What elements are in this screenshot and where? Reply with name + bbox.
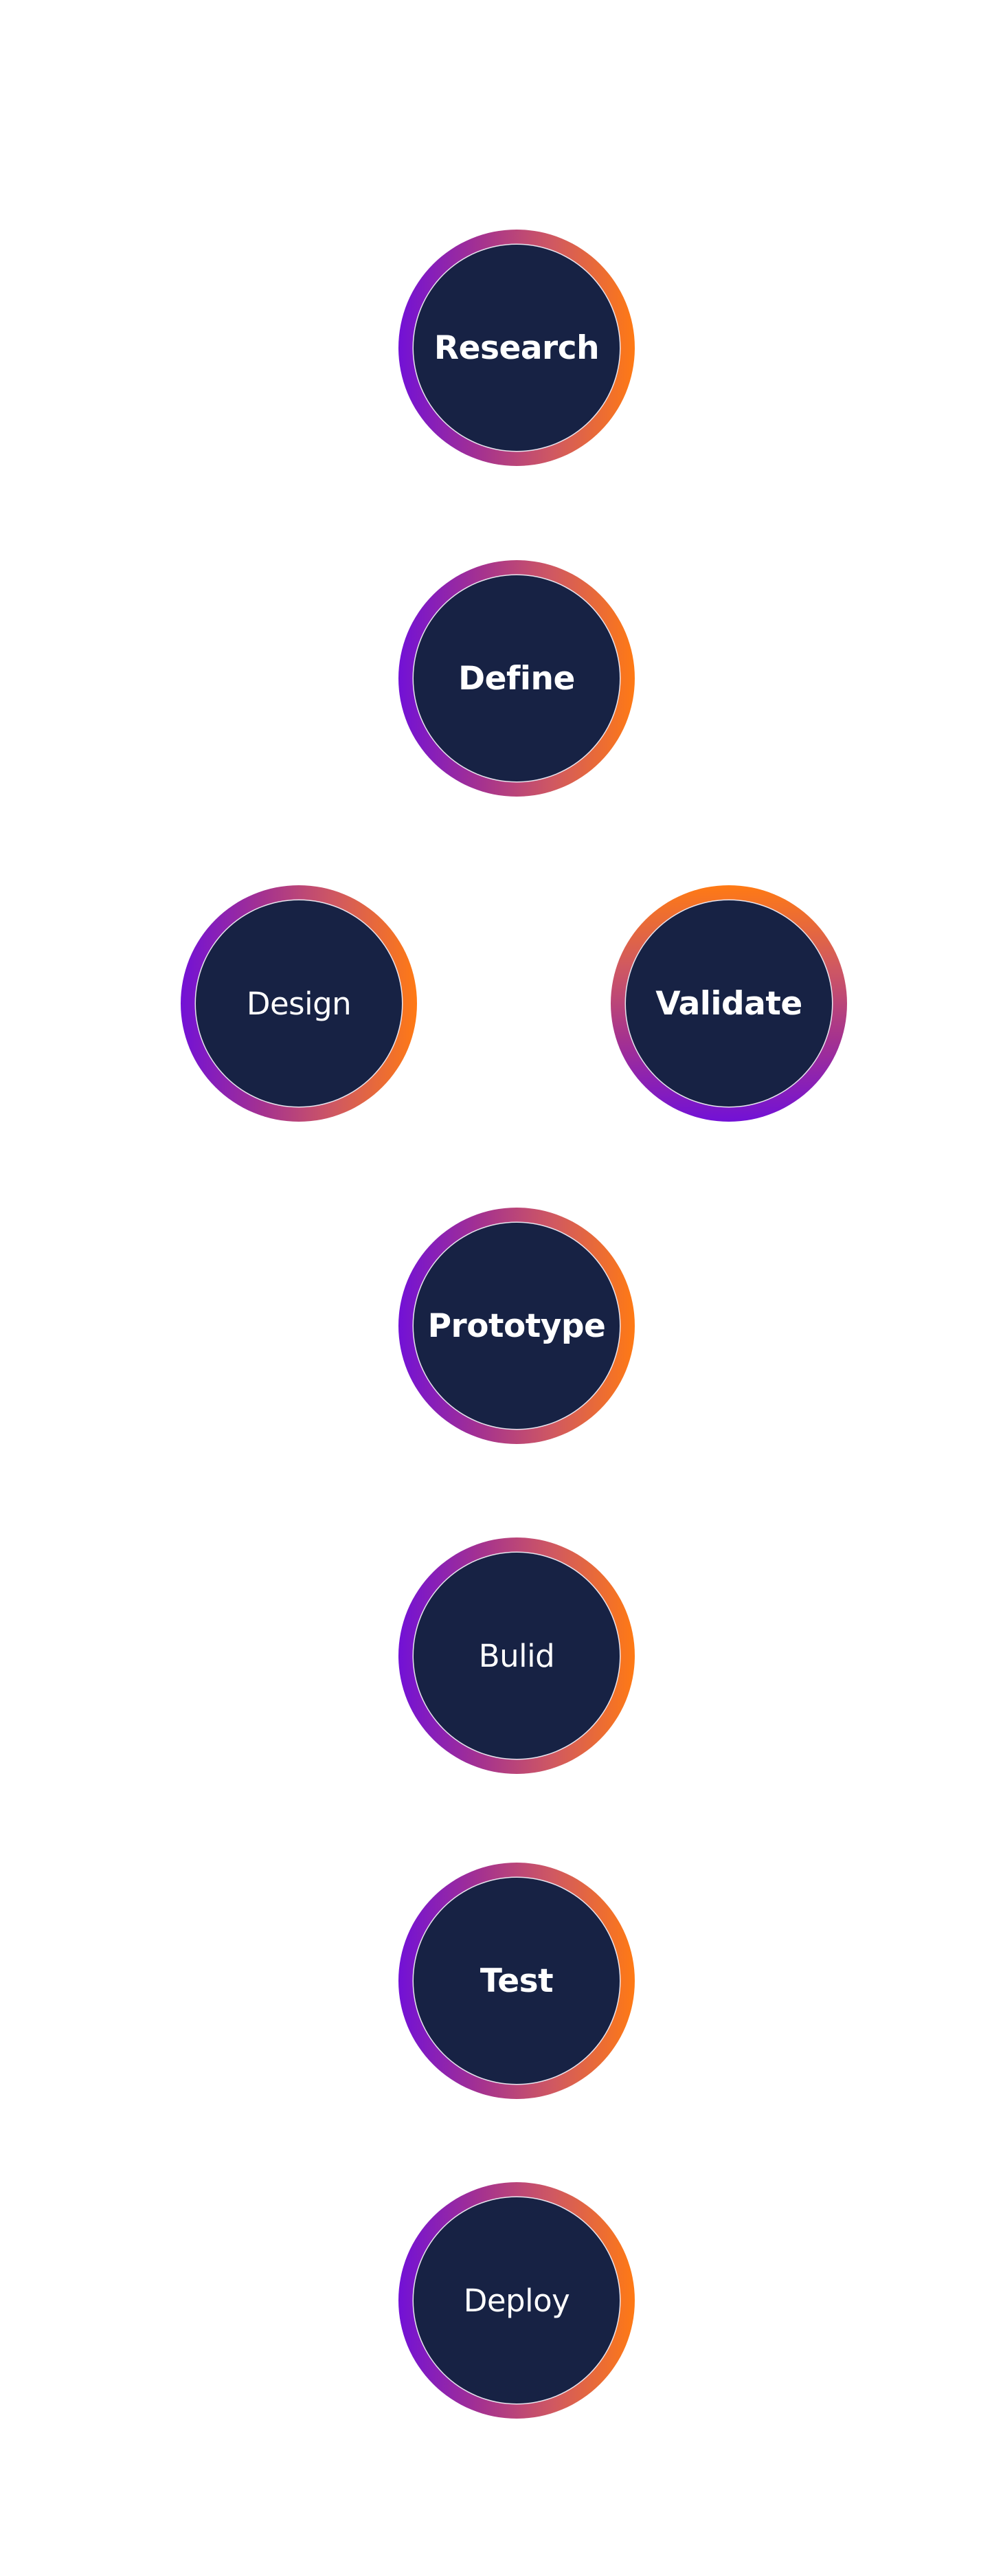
node-validate-fill: Validate [626, 900, 832, 1107]
node-validate-label: Validate [655, 984, 802, 1023]
node-build: Bulid [398, 1537, 635, 1774]
node-research: Research [398, 230, 635, 466]
node-test: Test [398, 1863, 635, 2099]
node-define-fill: Define [414, 575, 620, 781]
node-build-label: Bulid [478, 1637, 555, 1674]
node-build-fill: Bulid [414, 1553, 620, 1759]
node-deploy-fill: Deploy [414, 2197, 620, 2403]
node-research-fill: Research [414, 245, 620, 451]
node-deploy-label: Deploy [463, 2282, 570, 2319]
node-define-label: Define [458, 659, 575, 698]
node-validate: Validate [611, 885, 847, 1122]
node-test-label: Test [480, 1962, 554, 2000]
node-deploy: Deploy [398, 2182, 635, 2419]
node-prototype: Prototype [398, 1208, 635, 1444]
node-define: Define [398, 560, 635, 797]
node-research-label: Research [433, 329, 600, 367]
node-prototype-fill: Prototype [414, 1223, 620, 1429]
node-design: Design [181, 885, 417, 1122]
node-prototype-label: Prototype [427, 1307, 606, 1345]
node-test-fill: Test [414, 1878, 620, 2084]
node-design-label: Design [246, 985, 352, 1022]
node-design-fill: Design [196, 900, 402, 1107]
